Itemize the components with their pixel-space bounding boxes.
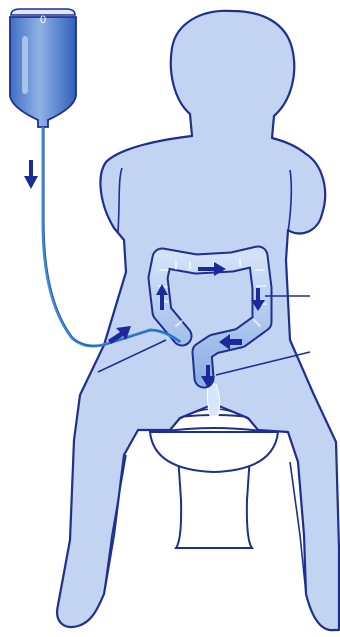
enema-bag-icon: 0 — [10, 9, 76, 127]
toilet-bowl — [150, 432, 278, 472]
bag-body — [10, 17, 76, 127]
bag-highlight — [22, 36, 28, 94]
bag-volume-label: 0 — [40, 14, 46, 26]
flow-arrow-icon — [24, 160, 38, 189]
water-stream — [207, 384, 219, 416]
toilet — [150, 415, 278, 548]
